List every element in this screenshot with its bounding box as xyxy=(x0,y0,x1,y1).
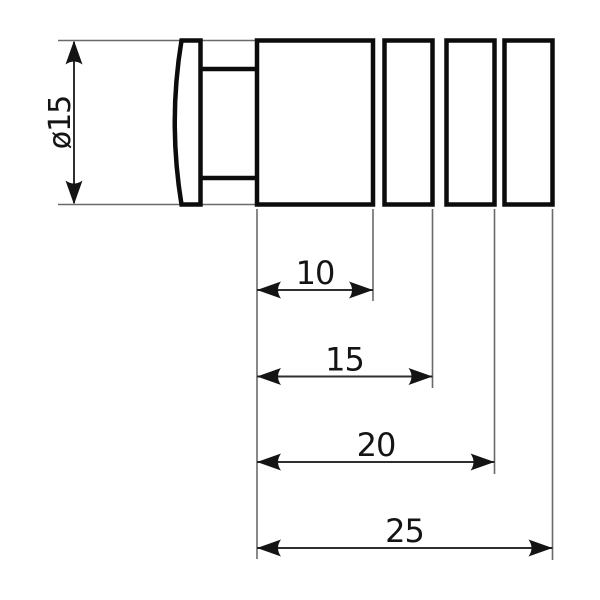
arrowhead-left-icon xyxy=(257,368,281,385)
part-outline xyxy=(172,38,555,207)
dimension-label-25: 25 xyxy=(385,512,424,550)
body-section-15 xyxy=(382,38,435,207)
arrowhead-left-icon xyxy=(257,539,281,557)
arrowhead-right-icon xyxy=(528,539,553,557)
cap-profile xyxy=(172,38,203,207)
dimension-label-10: 10 xyxy=(296,254,335,292)
arrowhead-right-icon xyxy=(408,368,433,385)
dimension-label-20: 20 xyxy=(357,426,396,464)
arrowhead-right-icon xyxy=(470,453,495,471)
body-section-25 xyxy=(502,38,555,207)
arrowhead-up-icon xyxy=(65,40,83,65)
dimension-25: 25 xyxy=(257,512,553,557)
arrowhead-left-icon xyxy=(257,281,281,299)
dimension-15: 15 xyxy=(257,341,433,385)
dimension-diameter: ø15 xyxy=(43,40,83,205)
arrowhead-down-icon xyxy=(65,180,83,205)
arrowhead-left-icon xyxy=(257,453,281,471)
dimension-20: 20 xyxy=(257,426,495,471)
arrowhead-right-icon xyxy=(349,281,373,299)
body-section-10 xyxy=(254,38,376,207)
body-section-20 xyxy=(444,38,497,207)
diameter-label: ø15 xyxy=(43,96,78,150)
extension-lines xyxy=(58,39,554,560)
dimension-label-15: 15 xyxy=(325,341,364,379)
dimension-10: 10 xyxy=(257,254,373,299)
